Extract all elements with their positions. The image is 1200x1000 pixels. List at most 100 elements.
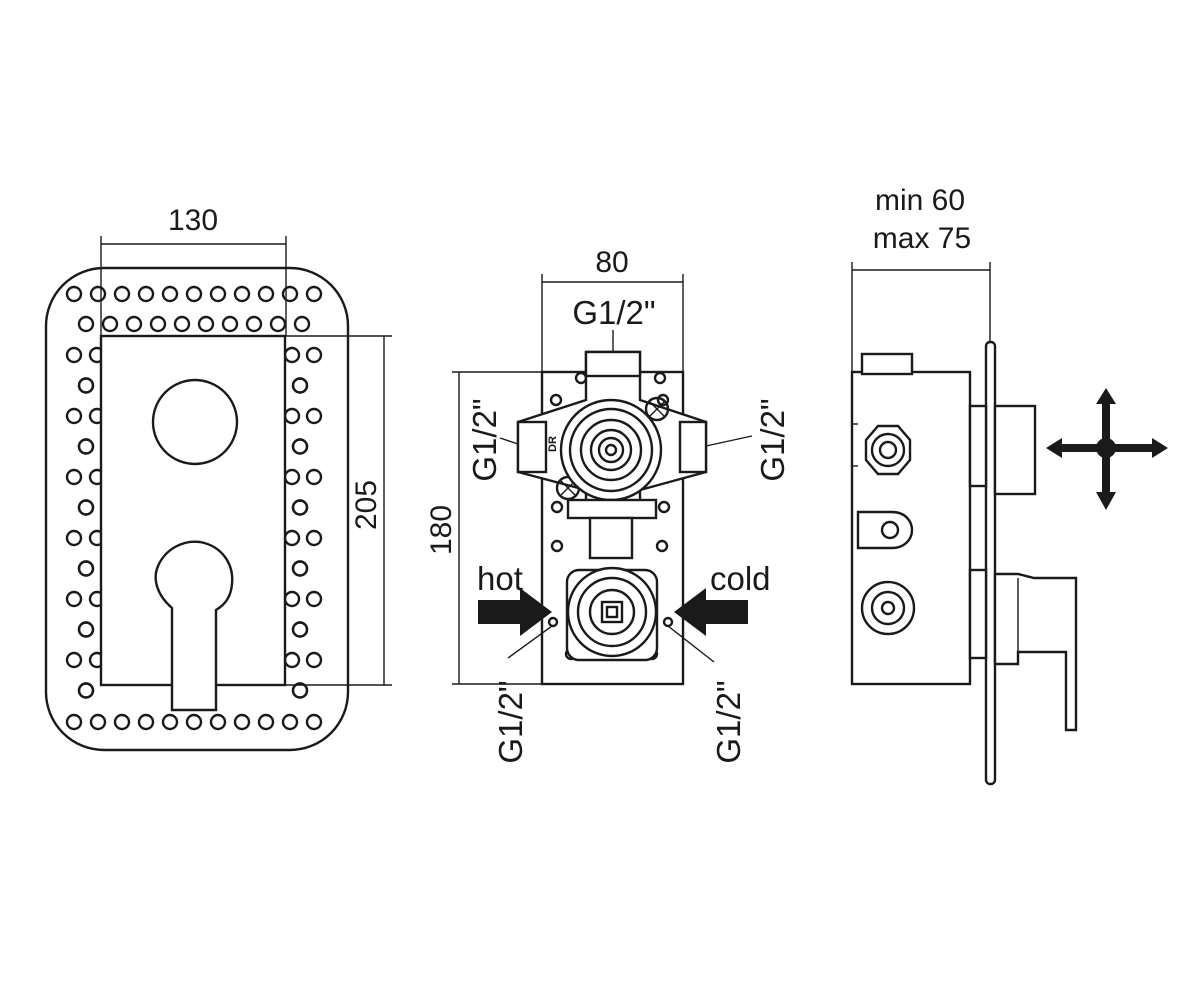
plate-holes [547, 371, 674, 661]
left-thread-label: G1/2" [466, 398, 503, 481]
mounting-hole [173, 315, 191, 333]
side-view: min 60 max 75 [850, 184, 1168, 786]
dim-body-height-label: 180 [425, 505, 458, 555]
mounting-hole [77, 621, 95, 638]
mounting-hole [221, 315, 239, 333]
mounting-hole [291, 682, 309, 699]
body-bridge [566, 498, 658, 520]
mounting-hole [283, 590, 301, 608]
mounting-hole [65, 651, 83, 669]
top-thread-label: G1/2" [572, 294, 655, 331]
mounting-hole [137, 285, 155, 303]
mounting-hole [233, 285, 251, 303]
mounting-hole [65, 285, 83, 303]
mounting-hole [257, 713, 275, 731]
mounting-hole [149, 315, 167, 333]
dim-body-width-label: 80 [595, 246, 628, 279]
dim-depth-max-label: max 75 [873, 222, 971, 255]
mounting-hole [209, 285, 227, 303]
mounting-hole [77, 315, 95, 333]
mounting-hole [291, 560, 309, 577]
diverter-cartridge-outer [559, 398, 663, 502]
mixer-spindle [600, 600, 624, 624]
side-diverter-knob [993, 404, 1037, 496]
top-outlet [584, 350, 642, 378]
side-top-cap [860, 352, 914, 376]
hot-label: hot [477, 560, 523, 597]
dim-width-label: 130 [168, 204, 218, 237]
mounting-hole [65, 346, 83, 364]
mounting-hole [89, 713, 107, 731]
mounting-hole [101, 315, 119, 333]
mounting-hole [113, 713, 131, 731]
mounting-hole [305, 529, 323, 547]
mounting-hole [257, 285, 275, 303]
dim-depth-min-label: min 60 [875, 184, 965, 217]
mounting-hole [283, 407, 301, 425]
mounting-hole [233, 713, 251, 731]
side-middle-tab [856, 510, 914, 550]
mixer-cartridge-outer [566, 566, 658, 658]
mounting-hole [65, 713, 83, 731]
mounting-hole [281, 713, 299, 731]
mounting-hole [77, 499, 95, 516]
hot-arrow-icon [478, 588, 552, 636]
right-thread-label: G1/2" [754, 398, 791, 481]
mounting-hole [291, 499, 309, 516]
mounting-hole [65, 407, 83, 425]
mounting-hole [269, 315, 287, 333]
mounting-hole [65, 468, 83, 486]
mounting-hole [305, 713, 323, 731]
front-view: 130 205 [44, 204, 392, 752]
body-stamp: DR [547, 436, 559, 452]
cold-arrow-icon [674, 588, 748, 636]
mounting-hole [245, 315, 263, 333]
mounting-hole [283, 346, 301, 364]
four-way-arrow-icon [1046, 388, 1168, 510]
mounting-hole [283, 529, 301, 547]
mounting-hole [65, 590, 83, 608]
side-lever-sleeve [968, 568, 988, 660]
mounting-hole [89, 285, 107, 303]
mounting-hole [185, 285, 203, 303]
body-view: DR hot cold 80 G1/2" 180 G1/2" G1/2" [425, 246, 791, 764]
right-outlet [678, 420, 708, 474]
mounting-hole [291, 438, 309, 455]
mounting-hole [305, 468, 323, 486]
mounting-hole [281, 285, 299, 303]
body-neck [588, 516, 634, 560]
side-lever [993, 572, 1078, 732]
mounting-hole [305, 407, 323, 425]
bottom-left-thread-label: G1/2" [492, 680, 529, 763]
side-knob-sleeve [968, 404, 988, 488]
mounting-hole [185, 713, 203, 731]
bottom-right-thread-label: G1/2" [710, 680, 747, 763]
left-outlet [516, 420, 548, 474]
cold-label: cold [710, 560, 771, 597]
mounting-hole [137, 713, 155, 731]
mounting-hole [77, 682, 95, 699]
mounting-hole [77, 560, 95, 577]
mounting-hole [291, 377, 309, 394]
side-cover-plate [984, 340, 997, 786]
screw-top-right [644, 396, 670, 422]
mounting-hole [161, 713, 179, 731]
side-lower-fitting [860, 580, 916, 636]
mounting-hole-pattern [65, 285, 323, 731]
dim-height-label: 205 [350, 480, 383, 530]
mounting-hole [305, 285, 323, 303]
mounting-hole [291, 621, 309, 638]
cover-plate-outline [44, 266, 350, 752]
mounting-hole [305, 346, 323, 364]
mounting-hole [283, 651, 301, 669]
mounting-hole [125, 315, 143, 333]
mixer-lever [154, 540, 234, 712]
mounting-hole [209, 713, 227, 731]
mounting-hole [197, 315, 215, 333]
mounting-hole [113, 285, 131, 303]
mounting-hole [77, 377, 95, 394]
mounting-hole [161, 285, 179, 303]
mounting-hole [305, 651, 323, 669]
mounting-hole [283, 468, 301, 486]
